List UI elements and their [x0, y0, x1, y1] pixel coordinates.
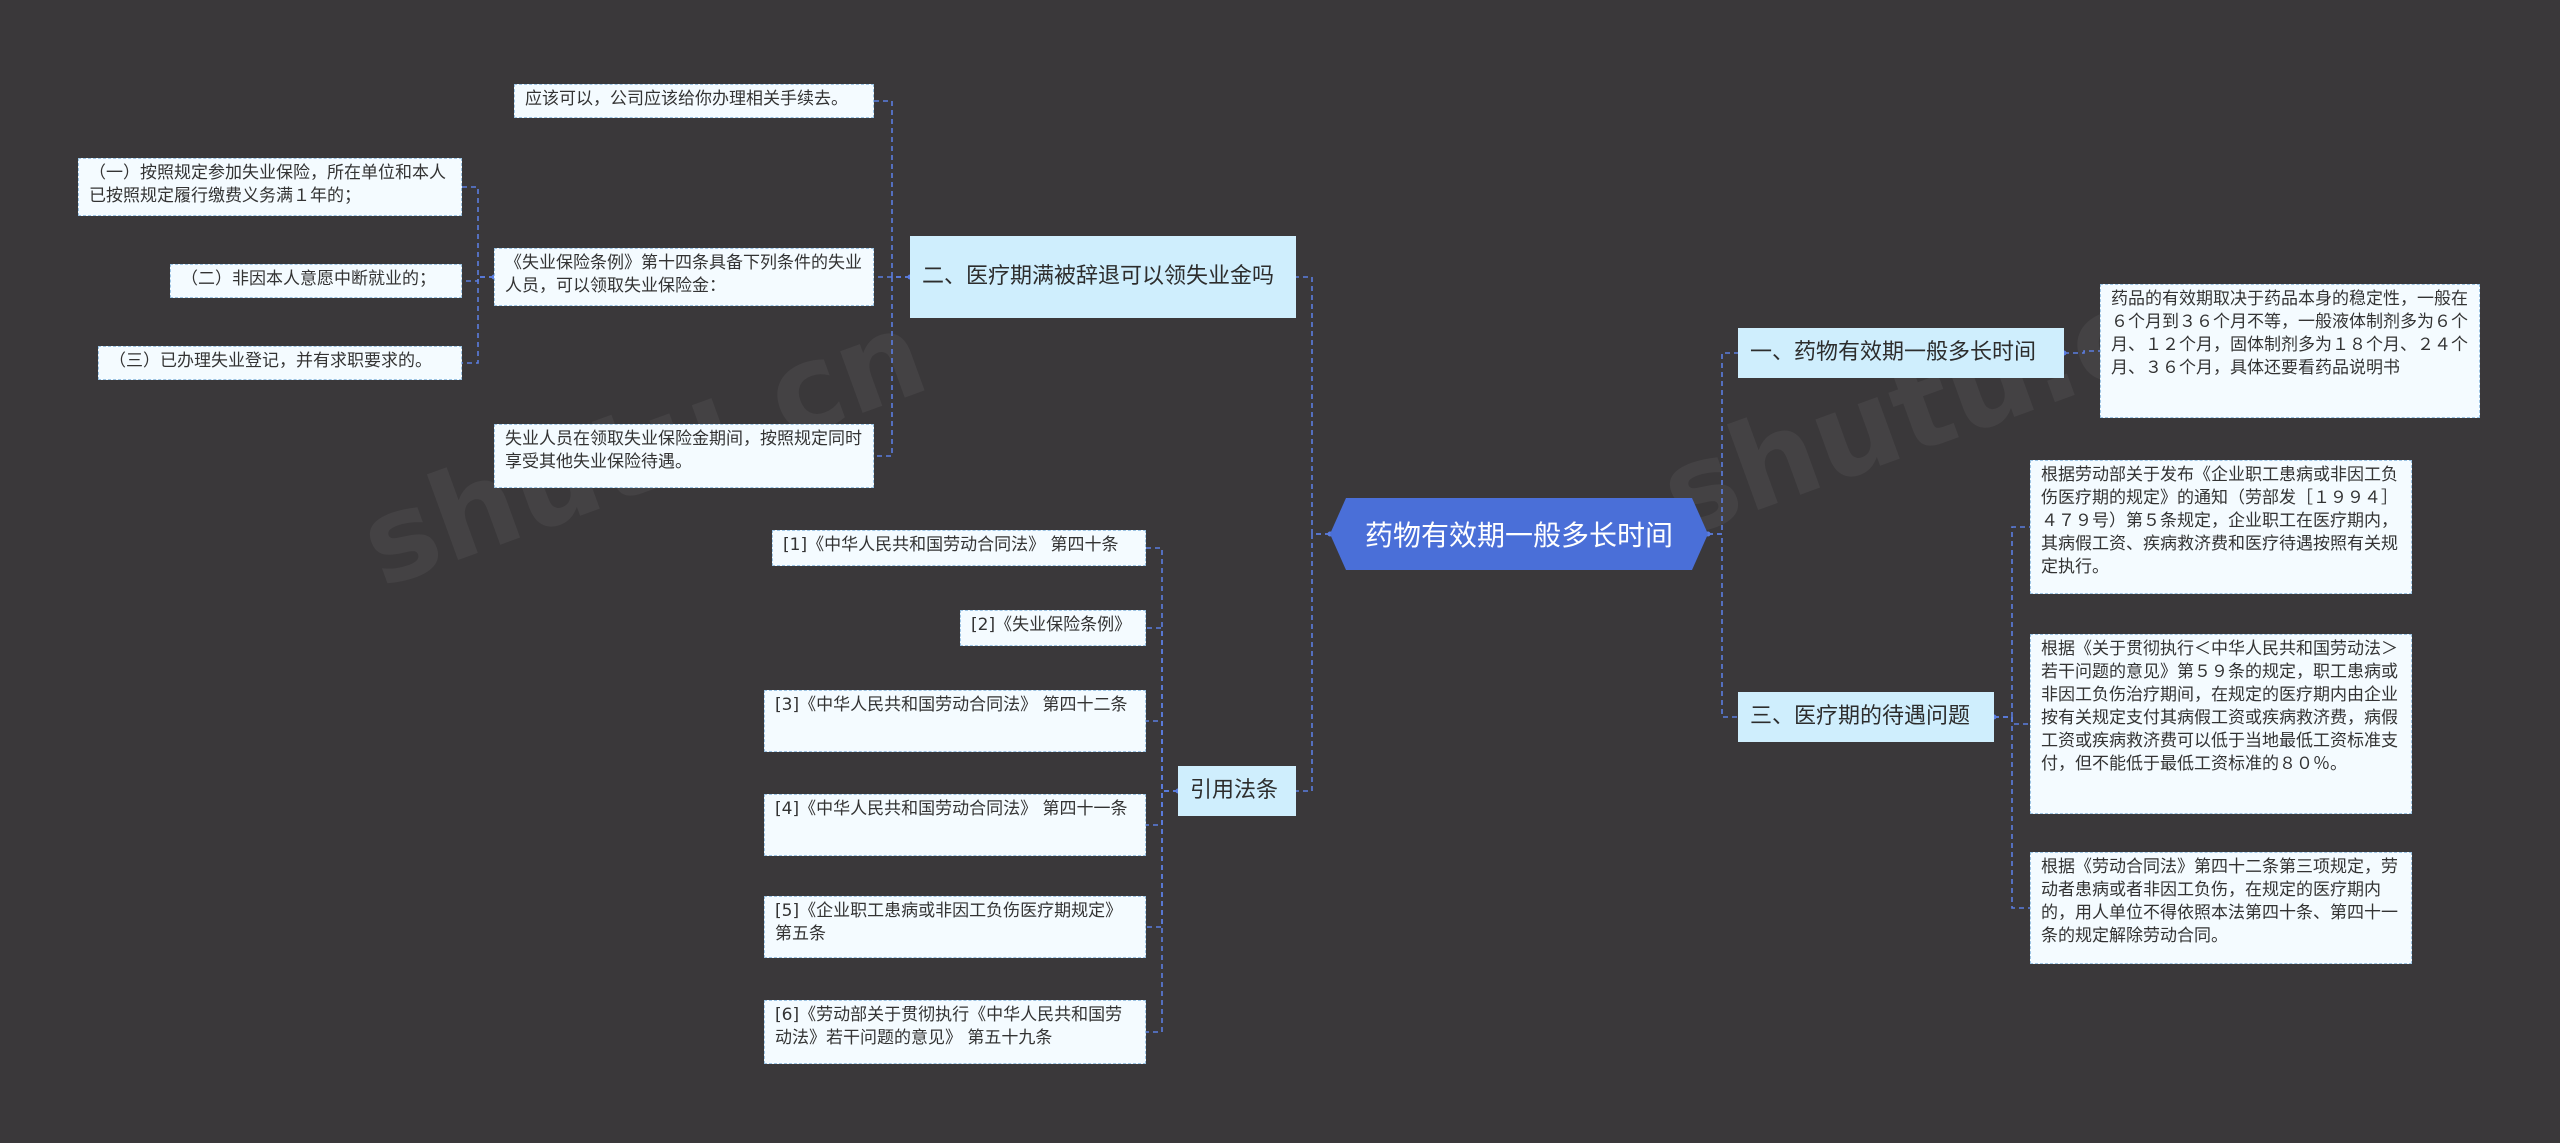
branch-label: 引用法条 [1190, 778, 1279, 803]
connector-line [1994, 526, 2030, 718]
branch-label: 二、医疗期满被辞退可以领失业金吗 [922, 264, 1275, 289]
connector-line [1146, 790, 1178, 1033]
leaf-condition-1[interactable]: （一）按照规定参加失业保险，所在单位和本人已按照规定履行缴费义务满１年的； [78, 158, 462, 216]
connector-line [1296, 276, 1330, 535]
leaf-medical-rule-3[interactable]: 根据《劳动合同法》第四十二条第三项规定，劳动者患病或者非因工负伤，在规定的医疗期… [2030, 852, 2412, 964]
leaf-reference-4[interactable]: [4]《中华人民共和国劳动合同法》 第四十一条 [764, 794, 1146, 856]
leaf-other-benefits[interactable]: 失业人员在领取失业保险金期间，按照规定同时享受其他失业保险待遇。 [494, 424, 874, 488]
leaf-reference-3[interactable]: [3]《中华人民共和国劳动合同法》 第四十二条 [764, 690, 1146, 752]
leaf-unemployment-regulation[interactable]: 《失业保险条例》第十四条具备下列条件的失业人员，可以领取失业保险金： [494, 248, 874, 306]
branch-unemployment[interactable]: 二、医疗期满被辞退可以领失业金吗 [910, 236, 1296, 318]
connector-line [2064, 350, 2100, 354]
leaf-reference-1[interactable]: [1]《中华人民共和国劳动合同法》 第四十条 [772, 530, 1146, 566]
connector-line [874, 276, 910, 457]
connector-line [1296, 533, 1330, 792]
leaf-reference-2[interactable]: [2]《失业保险条例》 [960, 610, 1146, 646]
branch-medical-treatment[interactable]: 三、医疗期的待遇问题 [1738, 692, 1994, 742]
leaf-reference-6[interactable]: [6]《劳动部关于贯彻执行《中华人民共和国劳动法》若干问题的意见》 第五十九条 [764, 1000, 1146, 1064]
connector-line [1146, 720, 1178, 792]
connector-line [462, 276, 494, 364]
branch-label: 三、医疗期的待遇问题 [1750, 704, 1971, 729]
connector-line [462, 186, 494, 278]
leaf-medical-rule-2[interactable]: 根据《关于贯彻执行＜中华人民共和国劳动法＞若干问题的意见》第５９条的规定，职工患… [2030, 634, 2412, 814]
root-topic-label: 药物有效期一般多长时间 [1364, 519, 1673, 552]
root-topic[interactable]: 药物有效期一般多长时间 [1330, 498, 1708, 570]
leaf-answer[interactable]: 应该可以，公司应该给你办理相关手续去。 [514, 84, 874, 118]
leaf-reference-5[interactable]: [5]《企业职工患病或非因工负伤医疗期规定》 第五条 [764, 896, 1146, 958]
leaf-medical-rule-1[interactable]: 根据劳动部关于发布《企业职工患病或非因工负伤医疗期的规定》的通知（劳部发［１９９… [2030, 460, 2412, 594]
leaf-condition-2[interactable]: （二）非因本人意愿中断就业的； [170, 264, 462, 298]
branch-label: 一、药物有效期一般多长时间 [1750, 340, 2037, 365]
connector-line [1708, 352, 1738, 535]
connector-line [1994, 716, 2030, 909]
connector-line [1146, 790, 1178, 826]
branch-drug-validity[interactable]: 一、药物有效期一般多长时间 [1738, 328, 2064, 378]
connector-line [874, 100, 910, 278]
connector-line [1708, 533, 1738, 718]
leaf-drug-validity-detail[interactable]: 药品的有效期取决于药品本身的稳定性，一般在６个月到３６个月不等，一般液体制剂多为… [2100, 284, 2480, 418]
branch-cited-laws[interactable]: 引用法条 [1178, 766, 1296, 816]
leaf-condition-3[interactable]: （三）已办理失业登记，并有求职要求的。 [98, 346, 462, 380]
